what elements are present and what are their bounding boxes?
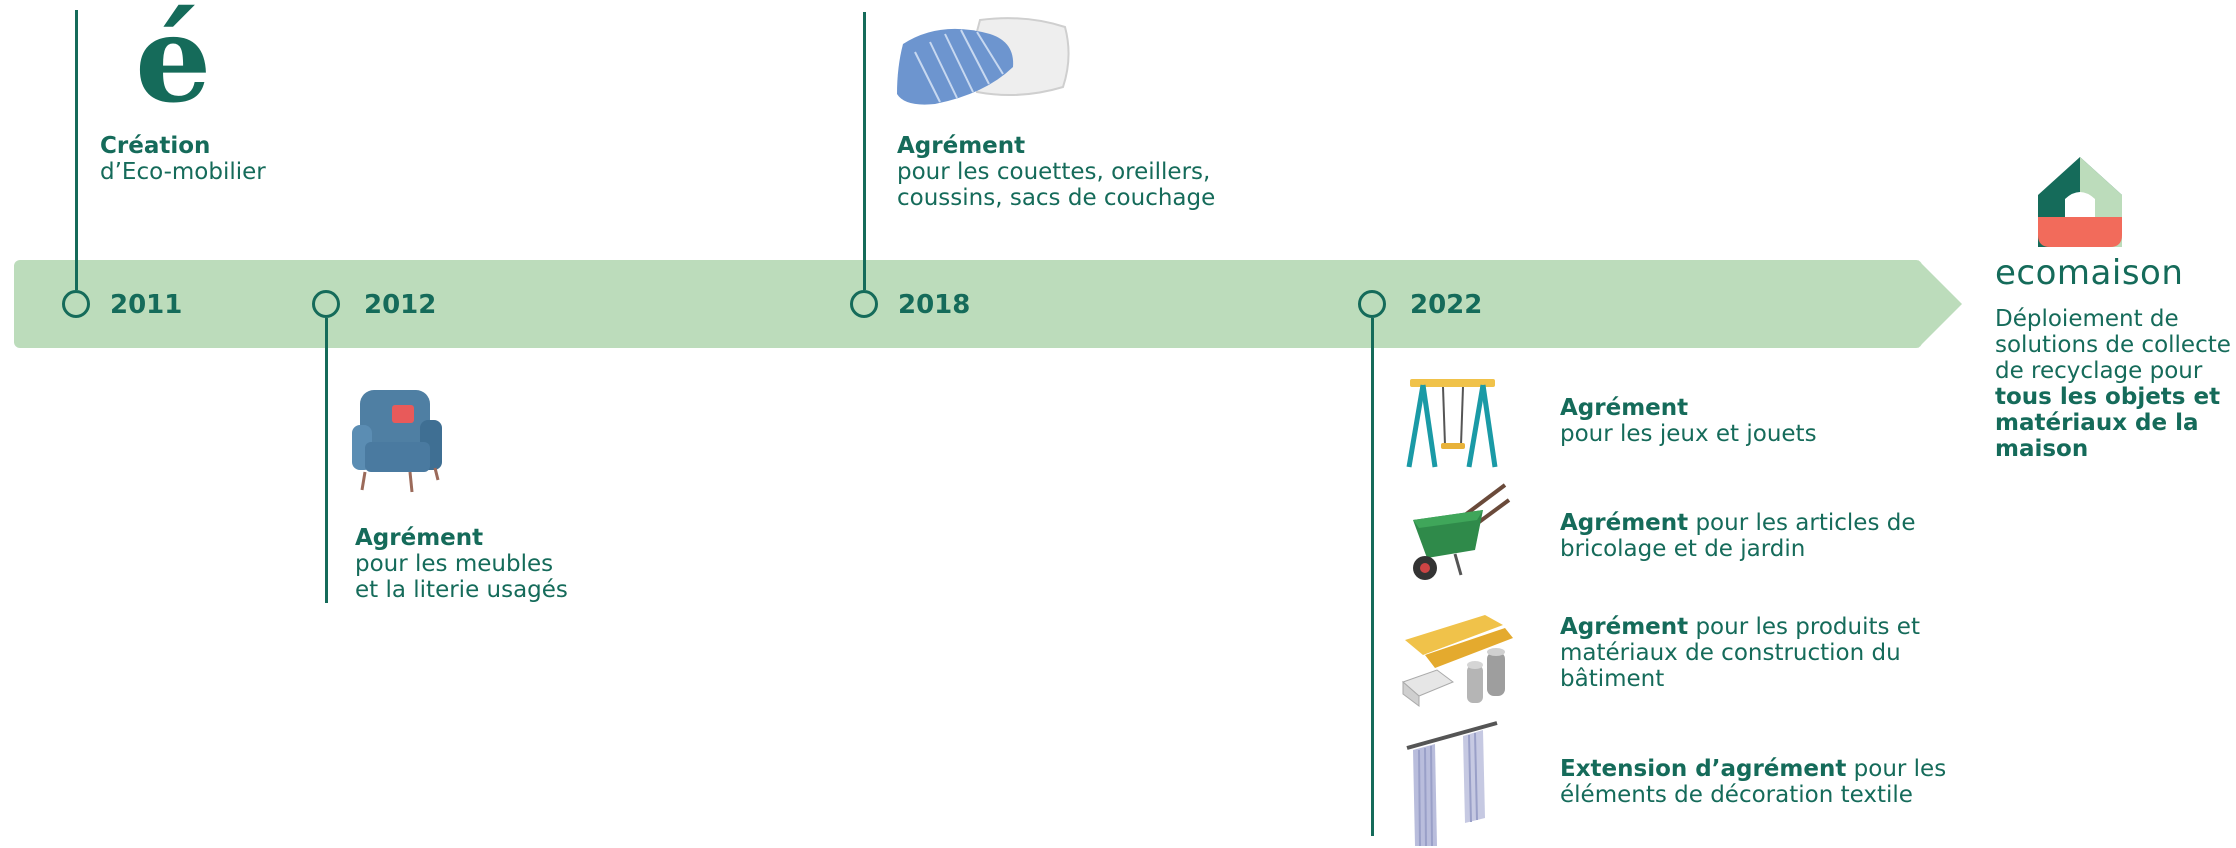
- timeline-line-2012: [325, 318, 328, 603]
- event-2018: Agrément pour les couettes, oreillers, c…: [897, 133, 1215, 211]
- building-materials-icon: [1402, 615, 1513, 707]
- event-2022-games: Agrément pour les jeux et jouets: [1560, 395, 1817, 447]
- event-desc-line2: bricolage et de jardin: [1560, 536, 1806, 562]
- event-title: Agrément: [1560, 510, 1689, 536]
- eco-mobilier-logo: é: [135, 0, 212, 130]
- event-desc-line3: bâtiment: [1560, 666, 1665, 692]
- timeline-node-2018: [850, 290, 878, 318]
- ecomaison-description: Déploiement de solutions de collecte de …: [1995, 306, 2231, 462]
- ecomaison-house-logo: [2038, 157, 2122, 247]
- timeline-line-2011: [75, 10, 78, 290]
- event-title: Agrément: [1560, 614, 1689, 640]
- event-2022-textile: Extension d’agrément pour les éléments d…: [1560, 756, 1947, 808]
- armchair-icon: [352, 390, 442, 493]
- event-title: Agrément: [1560, 395, 1689, 421]
- timeline-line-2022: [1371, 318, 1374, 836]
- timeline-line-2018: [863, 12, 866, 290]
- timeline-node-2022: [1358, 290, 1386, 318]
- year-label-2011: 2011: [110, 290, 183, 320]
- event-2012: Agrément pour les meubles et la literie …: [355, 525, 568, 603]
- event-2011: Création d’Eco-mobilier: [100, 133, 266, 185]
- year-label-2012: 2012: [364, 290, 437, 320]
- event-title: Extension d’agrément: [1560, 756, 1847, 782]
- event-desc-line2: matériaux de construction du: [1560, 640, 1901, 666]
- swing-icon: [1406, 379, 1498, 468]
- timeline-node-2012: [312, 290, 340, 318]
- event-desc-line1: pour les couettes, oreillers,: [897, 159, 1211, 185]
- event-title: Agrément: [897, 133, 1026, 159]
- event-desc: d’Eco-mobilier: [100, 159, 266, 185]
- event-2022-diy: Agrément pour les articles de bricolage …: [1560, 510, 1916, 562]
- wheelbarrow-icon: [1413, 483, 1511, 580]
- ecomaison-brand: ecomaison: [1995, 253, 2184, 293]
- pillows-icon: [897, 17, 1070, 105]
- curtain-icon: [1406, 721, 1498, 847]
- event-desc-line2: pour les jeux et jouets: [1560, 421, 1817, 447]
- event-2022-building: Agrément pour les produits et matériaux …: [1560, 614, 1920, 692]
- event-desc-line1: pour les meubles: [355, 551, 554, 577]
- event-title: Agrément: [355, 525, 484, 551]
- year-label-2022: 2022: [1410, 290, 1483, 320]
- year-label-2018: 2018: [898, 290, 971, 320]
- timeline-node-2011: [62, 290, 90, 318]
- event-title: Création: [100, 133, 211, 159]
- event-desc-line2: coussins, sacs de couchage: [897, 185, 1216, 211]
- event-desc-line2: et la literie usagés: [355, 577, 568, 603]
- timeline-arrow-head: [1918, 260, 1962, 348]
- event-desc-line2: éléments de décoration textile: [1560, 782, 1913, 808]
